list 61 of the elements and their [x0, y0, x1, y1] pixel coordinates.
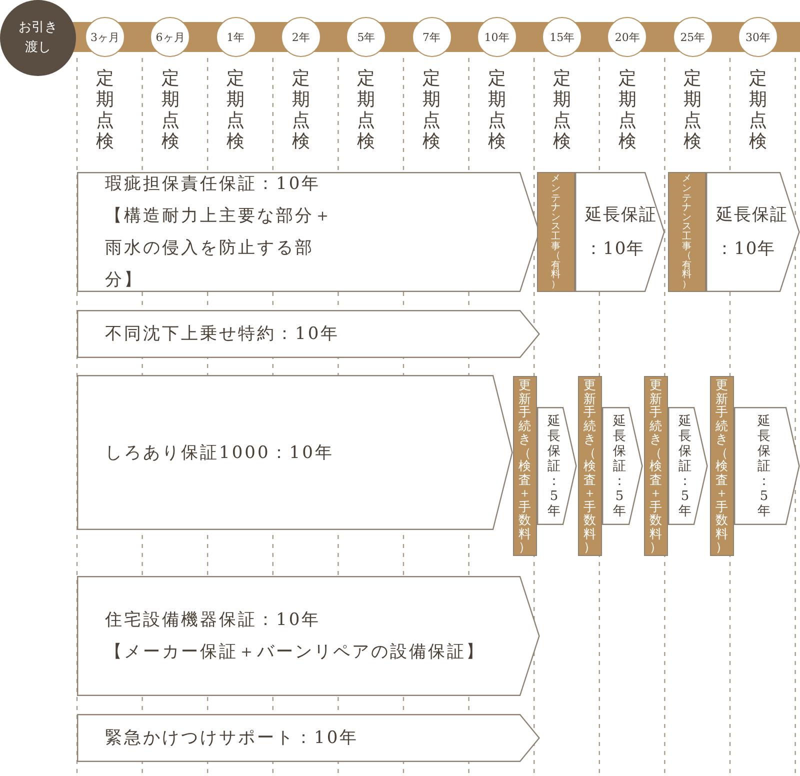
- extension-label: 延長保証：10年: [585, 204, 657, 261]
- procedure-label: 更新手続き（検査＋手数料）: [583, 378, 597, 554]
- milestone-circle: [412, 17, 452, 57]
- procedure-bar: [537, 172, 575, 292]
- chevron-box: [668, 407, 708, 525]
- guarantee-title: 不同沈下上乗せ特約：10年: [105, 323, 340, 346]
- milestone-label: 3ヶ月: [90, 30, 120, 44]
- extension-label: 延長保証：5年: [546, 414, 562, 518]
- milestone-label: 15年: [550, 30, 575, 44]
- milestone-label: 1年: [226, 30, 245, 44]
- chevron-box: [77, 576, 540, 696]
- procedure-bar: [668, 172, 706, 292]
- procedure-bar: [710, 376, 734, 556]
- procedure-bar: [644, 376, 668, 556]
- milestone-label: 2年: [292, 30, 310, 44]
- start-circle: [0, 0, 76, 76]
- milestone-label: 25年: [680, 30, 706, 44]
- coverage-note: 【構造耐力上主要な部分＋雨水の侵入を防止する部分】: [105, 205, 334, 292]
- chevron-box: [575, 172, 665, 292]
- procedure-label: 更新手続き（検査＋手数料）: [649, 378, 663, 554]
- chevron-box: [77, 714, 540, 762]
- inspection-label: 定期点検: [290, 68, 311, 152]
- extension-label: 延長保証：10年: [716, 204, 788, 261]
- procedure-label: 更新手続き（検査＋手数料）: [715, 378, 729, 554]
- chevron-box: [537, 407, 577, 525]
- chevron-box: [77, 375, 513, 530]
- milestone-label: 30年: [746, 30, 770, 44]
- milestone-label: 20年: [614, 30, 640, 44]
- inspection-label: 定期点検: [356, 68, 376, 152]
- milestone-label: 10年: [484, 30, 510, 44]
- start-label: お引き渡し: [18, 19, 58, 57]
- milestone-label: 5年: [357, 30, 376, 44]
- chevron-box: [77, 172, 540, 292]
- inspection-label: 定期点検: [95, 68, 115, 152]
- chevron-box: [77, 310, 540, 358]
- procedure-label: メンテナンス工事（有料）: [550, 174, 562, 290]
- chevron-box: [734, 407, 800, 525]
- inspection-label: 定期点検: [682, 68, 703, 152]
- inspection-label: 定期点検: [226, 68, 246, 152]
- milestone-label: 7年: [422, 30, 440, 44]
- coverage-note: 【メーカー保証＋バーンリペアの設備保証】: [105, 641, 485, 664]
- procedure-label: メンテナンス工事（有料）: [681, 174, 693, 290]
- inspection-label: 定期点検: [422, 68, 442, 152]
- inspection-label: 定期点検: [486, 68, 507, 152]
- procedure-label: 更新手続き（検査＋手数料）: [518, 378, 532, 554]
- extension-label: 延長保証：5年: [756, 414, 772, 518]
- inspection-label: 定期点検: [160, 68, 180, 152]
- guarantee-title: 瑕疵担保責任保証：10年: [105, 173, 321, 196]
- inspection-label: 定期点検: [552, 68, 572, 152]
- inspection-label: 定期点検: [748, 68, 768, 152]
- procedure-bar: [578, 376, 602, 556]
- inspection-label: 定期点検: [617, 68, 638, 152]
- chevron-box: [602, 407, 643, 525]
- chevron-box: [706, 172, 800, 292]
- milestone-label: 6ヶ月: [156, 30, 185, 44]
- guarantee-title: 緊急かけつけサポート：10年: [105, 727, 359, 750]
- guarantee-title: 住宅設備機器保証：10年: [105, 609, 321, 632]
- guarantee-title: しろあり保証1000：10年: [105, 442, 334, 464]
- procedure-bar: [513, 376, 537, 556]
- extension-label: 延長保証：5年: [612, 414, 627, 518]
- extension-label: 延長保証：5年: [678, 414, 692, 518]
